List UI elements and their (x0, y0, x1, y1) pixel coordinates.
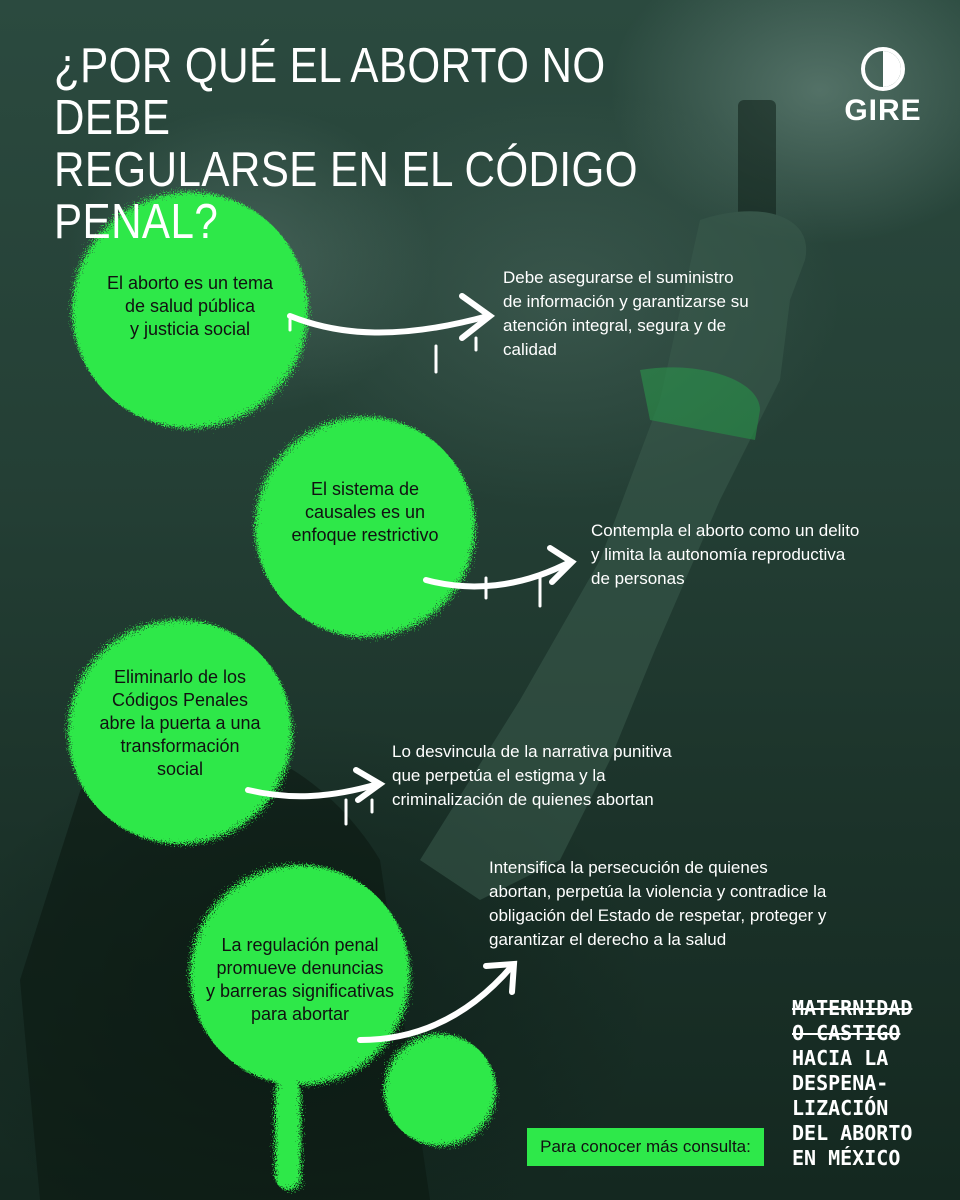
arrow-drips (288, 318, 542, 826)
description-3-line-2: que perpetúa el estigma y la (392, 766, 606, 785)
circle-4-text: La regulación penal promueve denuncias y… (190, 934, 410, 1026)
circle-4-line-3: y barreras significativas (205, 981, 395, 1001)
description-4-line-4: garantizar el derecho a la salud (489, 930, 727, 949)
spray-circles (68, 192, 496, 1190)
campaign-line-5: EN MÉXICO (792, 1146, 901, 1170)
arrows (245, 293, 577, 1043)
circle-3-line-4: transformación (120, 736, 240, 756)
description-1: Debe asegurarse el suministro de informa… (503, 266, 749, 362)
description-3-line-3: criminalización de quienes abortan (392, 790, 654, 809)
description-3: Lo desvincula de la narrativa punitiva q… (392, 740, 672, 812)
description-2: Contempla el aborto como un delito y lim… (591, 519, 859, 591)
campaign-struck-line-2: O CASTIGO (792, 1021, 901, 1045)
circle-3-line-5: social (156, 759, 204, 779)
brand-logo: GIRE (838, 46, 928, 127)
circle-2-line-1: El sistema de (310, 479, 420, 499)
campaign-line-1: HACIA LA (792, 1046, 889, 1070)
description-4-line-1: Intensifica la persecución de quienes (489, 858, 768, 877)
circle-2-text: El sistema de causales es un enfoque res… (270, 478, 460, 547)
cta-banner: Para conocer más consulta: (527, 1128, 764, 1166)
brand-name: GIRE (844, 94, 922, 127)
circle-1-line-2: de salud pública (124, 296, 256, 316)
circle-3-line-1: Eliminarlo de los (113, 667, 247, 687)
circle-3-line-2: Códigos Penales (111, 690, 249, 710)
circle-4-line-4: para abortar (250, 1004, 350, 1024)
campaign-line-3: LIZACIÓN (792, 1096, 889, 1120)
description-2-line-1: Contempla el aborto como un delito (591, 521, 860, 540)
circle-2-line-2: causales es un (304, 502, 426, 522)
description-3-line-1: Lo desvincula de la narrativa punitiva (392, 742, 672, 761)
description-1-line-2: de información y garantizarse su (503, 292, 749, 311)
description-2-line-3: de personas (591, 569, 685, 588)
description-1-line-4: calidad (503, 340, 557, 359)
circle-1-line-1: El aborto es un tema (106, 273, 274, 293)
circle-1-text: El aborto es un tema de salud pública y … (95, 272, 285, 341)
description-1-line-1: Debe asegurarse el suministro (503, 268, 734, 287)
campaign-line-2: DESPENA- (792, 1071, 889, 1095)
circle-4-line-1: La regulación penal (221, 935, 379, 955)
campaign-struck-line-1: MATERNIDAD (792, 996, 913, 1020)
campaign-lockup: MATERNIDAD O CASTIGO HACIA LA DESPENA- L… (792, 996, 942, 1171)
description-2-line-2: y limita la autonomía reproductiva (591, 545, 846, 564)
description-4-line-2: abortan, perpetúa la violencia y contrad… (489, 882, 827, 901)
gire-logo-icon (861, 47, 905, 91)
title-line-2: REGULARSE EN EL CÓDIGO PENAL? (54, 143, 638, 249)
description-1-line-3: atención integral, segura y de (503, 316, 727, 335)
circle-1-line-3: y justicia social (129, 319, 251, 339)
circle-4-line-2: promueve denuncias (216, 958, 384, 978)
page-title: ¿POR QUÉ EL ABORTO NO DEBE REGULARSE EN … (54, 40, 656, 248)
circle-3-line-3: abre la puerta a una (99, 713, 261, 733)
circle-3-text: Eliminarlo de los Códigos Penales abre l… (75, 666, 285, 781)
description-4-line-3: obligación del Estado de respetar, prote… (489, 906, 827, 925)
title-line-1: ¿POR QUÉ EL ABORTO NO DEBE (54, 39, 606, 145)
description-4: Intensifica la persecución de quienes ab… (489, 856, 826, 952)
campaign-line-4: DEL ABORTO (792, 1121, 913, 1145)
circle-2-line-3: enfoque restrictivo (291, 525, 439, 545)
